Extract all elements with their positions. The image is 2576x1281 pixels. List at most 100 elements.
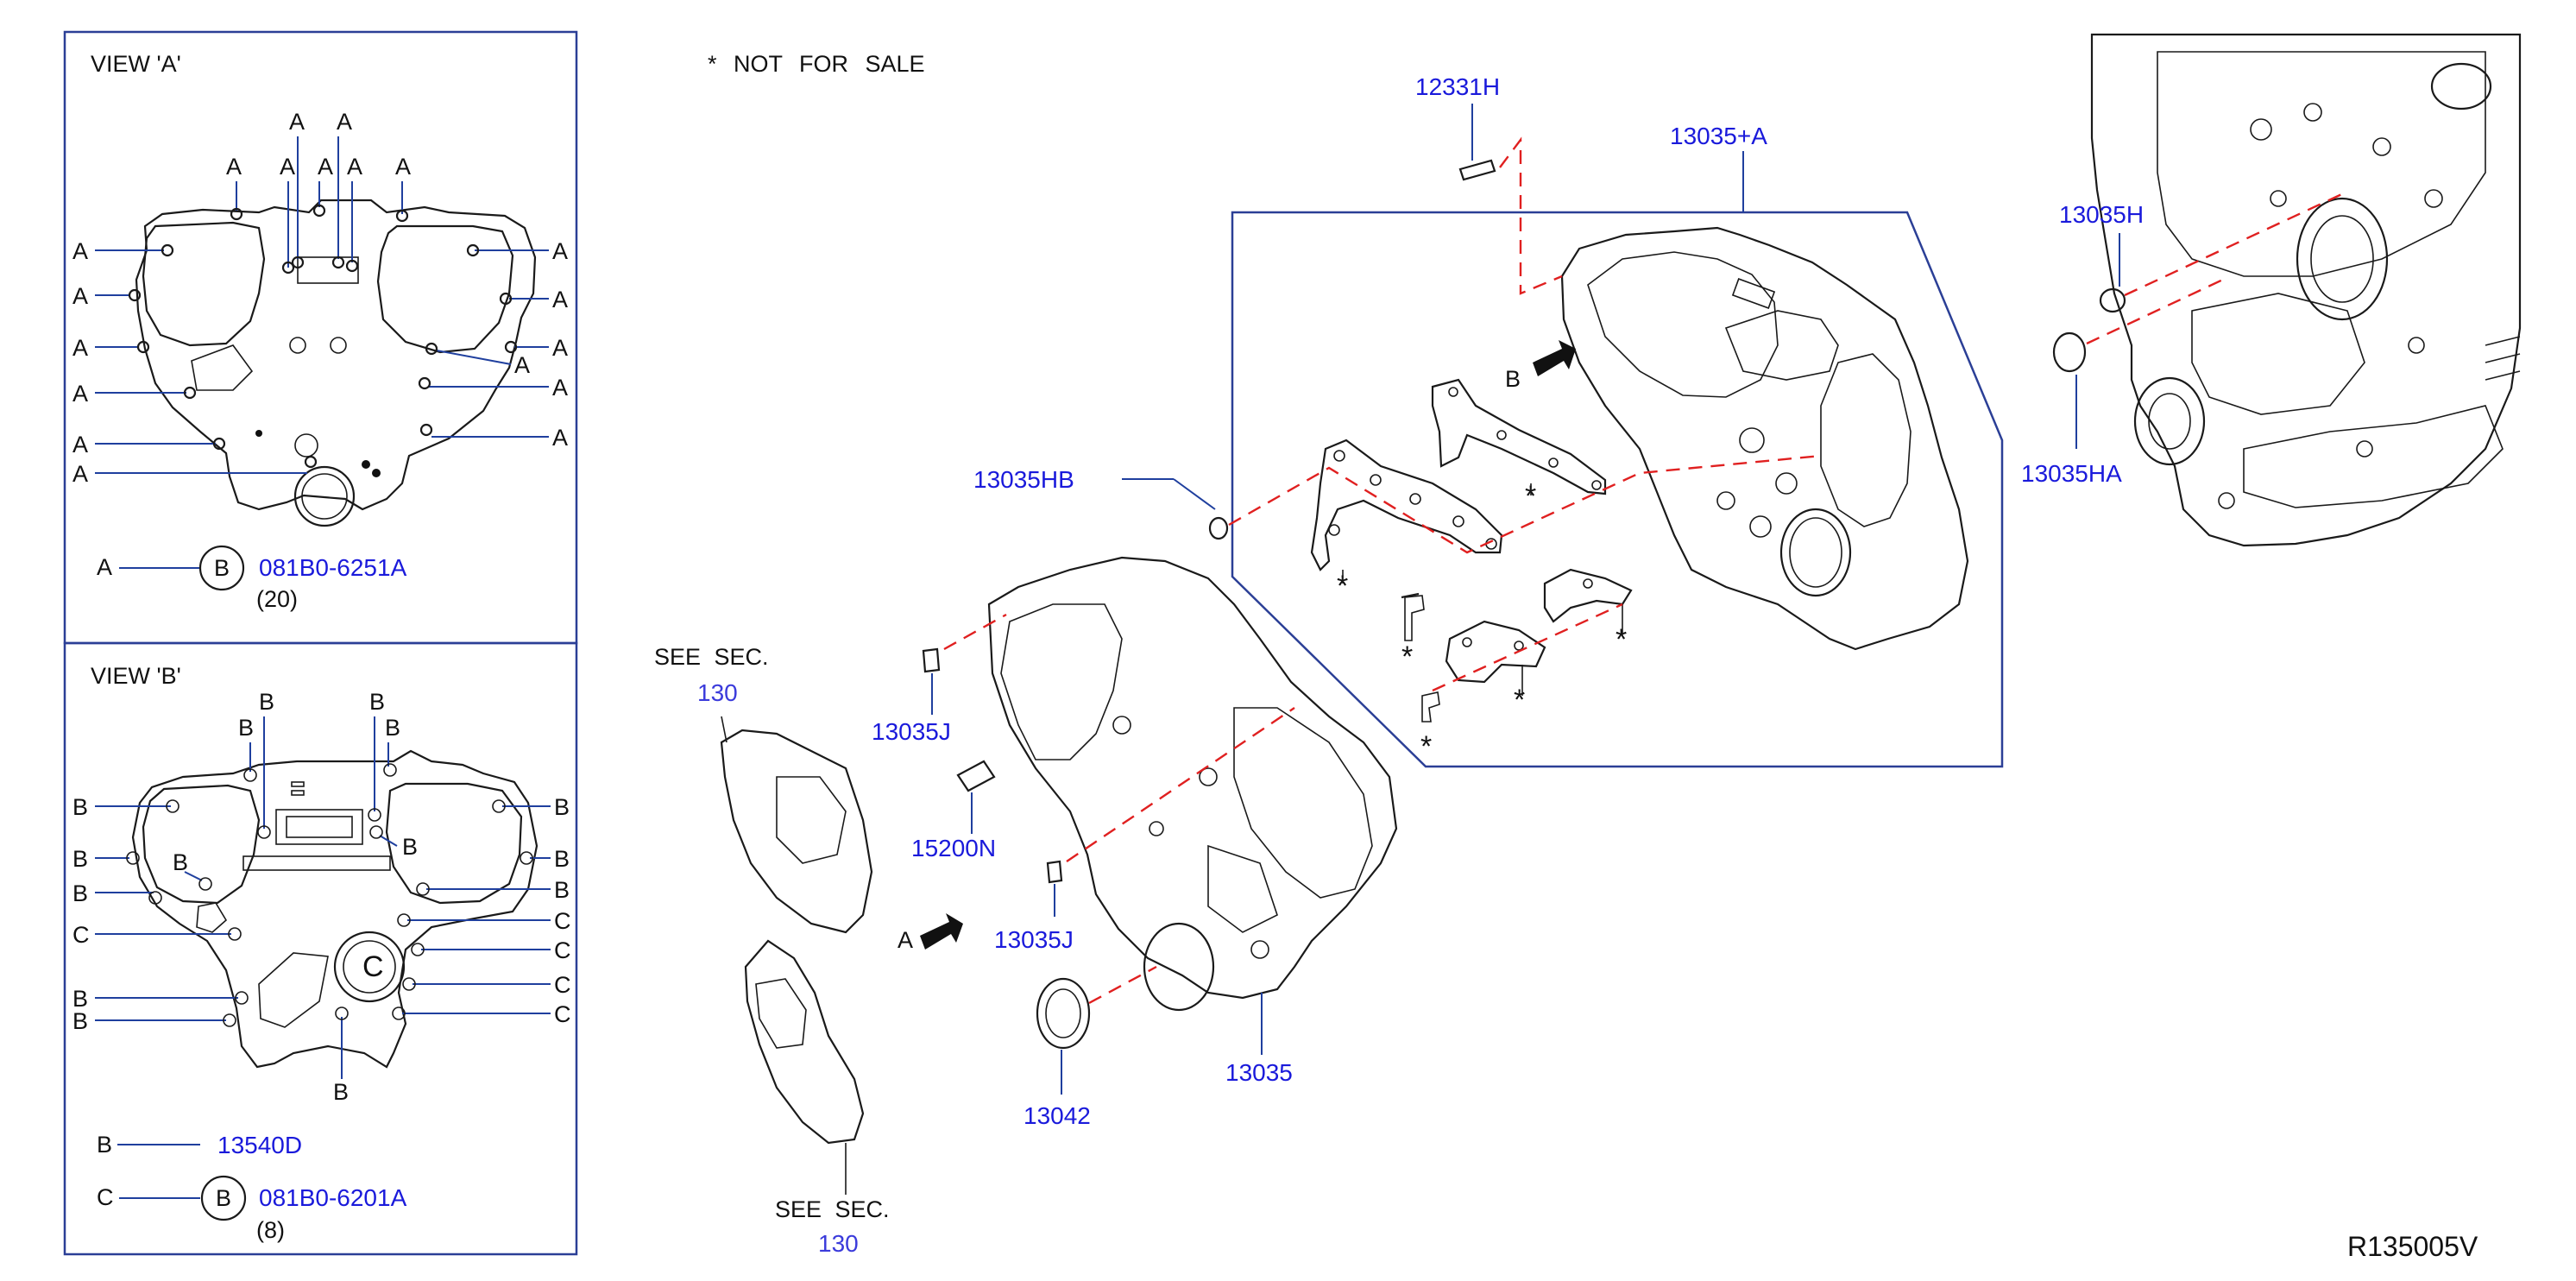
view-b-lower-boss: [258, 952, 329, 1028]
bolt-letter-b: B: [554, 877, 570, 903]
bolt-hole: [230, 207, 243, 221]
callout-13035j-bottom[interactable]: 13035J: [994, 926, 1074, 953]
bolt-hole: [395, 209, 409, 223]
mating-line: [2086, 276, 2227, 345]
mating-line: [1088, 965, 1157, 1005]
bolt-letter-b: B: [402, 834, 418, 860]
callout-13035h[interactable]: 13035H: [2059, 201, 2144, 228]
view-b-sensor-boss: [196, 902, 228, 933]
dowel-13035j-bottom: [1046, 860, 1063, 884]
view-a-part-number[interactable]: 081B0-6251A: [259, 554, 407, 581]
callout-12331h[interactable]: 12331H: [1415, 73, 1500, 100]
bolt-letter-a: A: [552, 238, 568, 264]
see-sec-bottom-number[interactable]: 130: [818, 1230, 859, 1257]
not-for-sale-star: *: [1514, 684, 1525, 716]
view-a-seal-hole: [293, 465, 356, 527]
callout-13035j-top[interactable]: 13035J: [872, 718, 951, 745]
see-sec-top-number[interactable]: 130: [697, 679, 738, 706]
bolt-hole-c: [411, 943, 425, 956]
bolt-letter-a: A: [514, 352, 530, 378]
bolt-hole-b: [126, 851, 140, 865]
bolt-leader: [436, 350, 512, 365]
view-b-legend-c-qty: (8): [256, 1217, 285, 1243]
bolt-letter-a: A: [395, 154, 411, 180]
bolt-letter-a: A: [72, 335, 88, 361]
bolt-letter-b: B: [72, 1008, 88, 1034]
bolt-hole-b: [198, 877, 212, 891]
callout-13035hb[interactable]: 13035HB: [973, 466, 1074, 493]
view-b-legend-c-part[interactable]: 081B0-6201A: [259, 1184, 407, 1211]
bolt-hole: [183, 386, 197, 400]
oring-13035hb: [1208, 516, 1229, 540]
bolt-letter-b: B: [72, 986, 88, 1012]
cover-seal-bore: [1143, 922, 1215, 1012]
see-sec-top: SEE SEC.: [654, 644, 769, 670]
upper-timing-cover: [1560, 226, 1969, 651]
bolt-letter-a: A: [226, 154, 242, 180]
bolt-hole-b: [166, 799, 180, 813]
callout-13035a[interactable]: 13035+A: [1670, 123, 1767, 149]
view-a-legend-circle: [198, 545, 245, 591]
mating-line: [2124, 190, 2348, 297]
view-b-mark: [291, 790, 305, 796]
bolt-letter-b: B: [72, 880, 88, 906]
timing-chain-assembly-bottom: [744, 939, 865, 1145]
mating-line: [1499, 136, 1563, 295]
bolt-hole: [466, 243, 480, 257]
bolt-hole-b: [383, 763, 397, 777]
leader-13035hb: [1173, 478, 1216, 510]
dowel-13035j-top: [922, 647, 941, 673]
bolt-letter-a: A: [72, 238, 88, 264]
view-b-legend-b-part[interactable]: 13540D: [217, 1132, 302, 1158]
callout-13042[interactable]: 13042: [1023, 1102, 1091, 1129]
not-for-sale-star: *: [1401, 640, 1413, 673]
bolt-letter-a: A: [72, 461, 88, 487]
bolt-hole: [161, 243, 174, 257]
bolt-letter-b: B: [333, 1079, 349, 1105]
bolt-letter-c: C: [554, 937, 571, 963]
view-a-frame: [63, 30, 578, 645]
view-a-dowel: [372, 469, 381, 477]
bolt-leader: [379, 835, 398, 847]
lower-timing-cover-13035: [987, 556, 1398, 1000]
bolt-hole: [504, 340, 518, 354]
callout-13035ha[interactable]: 13035HA: [2021, 460, 2122, 487]
callout-15200n[interactable]: 15200N: [911, 835, 996, 861]
mating-line: [1066, 707, 1295, 862]
callout-13035[interactable]: 13035: [1225, 1059, 1293, 1086]
bolt-letter-a: A: [552, 287, 568, 312]
front-oil-seal-13042: [1036, 977, 1091, 1050]
bolt-hole: [291, 256, 305, 269]
bolt-letter-a: A: [552, 335, 568, 361]
kit-box-13035a: [1231, 211, 2004, 768]
bolt: [1401, 592, 1420, 599]
bolt-hole: [425, 342, 438, 356]
dowel-12331h: [1458, 159, 1496, 181]
mating-line: [943, 613, 1007, 651]
bolt-letter-b: B: [259, 689, 274, 715]
view-b-rib: [242, 855, 391, 871]
view-a-left-cutout: [191, 344, 254, 391]
bolt-hole: [418, 376, 431, 390]
bolt-hole-c: [392, 1006, 406, 1020]
bolt-hole-b: [369, 825, 383, 839]
see-sec-bottom: SEE SEC.: [775, 1196, 890, 1222]
bolt-letter-b: B: [554, 794, 570, 820]
bolt-letter-b: B: [173, 849, 188, 875]
view-b-right-window: [385, 782, 523, 905]
diagram-code: R135005V: [2347, 1231, 2478, 1262]
view-b-center-letter: C: [362, 950, 384, 983]
bolt-hole: [281, 261, 295, 274]
bolt-hole-b: [235, 991, 249, 1005]
view-b-legend-c-circle: [200, 1175, 247, 1221]
bolt-letter-a: A: [289, 109, 305, 135]
bolt-hole-b: [368, 808, 381, 822]
bolt-letter-b: B: [385, 715, 400, 741]
view-a-arrow-label: A: [898, 927, 913, 953]
bolt-letter-a: A: [72, 432, 88, 458]
bolt-hole: [345, 259, 359, 273]
view-a-arrow: [920, 913, 963, 950]
not-for-sale-star: *: [1616, 623, 1627, 656]
bolt-hole: [212, 437, 226, 451]
